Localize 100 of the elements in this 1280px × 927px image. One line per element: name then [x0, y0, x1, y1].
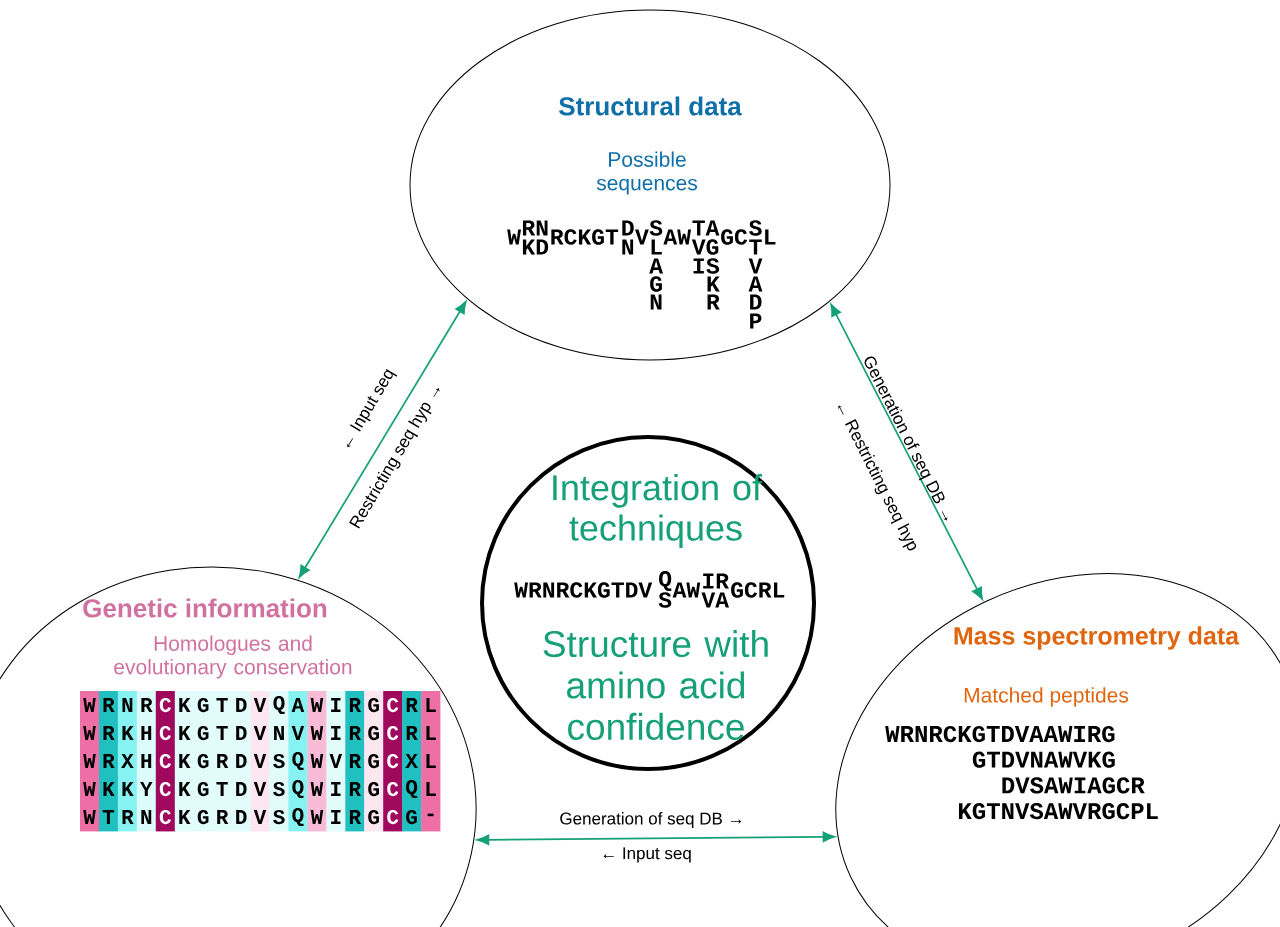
alignment-cell: W [80, 747, 100, 776]
sequence-letters: RN [522, 220, 548, 236]
alignment-cell: G [364, 803, 384, 832]
alignment-cell: R [99, 747, 119, 776]
subheading: Possible sequences [596, 151, 697, 195]
alignment-cell: L [421, 747, 441, 776]
double-arrow [830, 303, 983, 600]
alignment-cell: V [288, 719, 308, 748]
alignment-cell: Q [288, 803, 308, 832]
alignment-cell: D [231, 691, 251, 720]
sequence-letters: K [707, 276, 720, 292]
alignment-cell: G [402, 803, 422, 832]
sequence-letters: V [748, 258, 763, 274]
alignment-cell: R [345, 719, 365, 748]
alignment-cell: W [307, 691, 327, 720]
alignment-cell: R [99, 691, 119, 720]
alignment-cell: K [174, 691, 195, 720]
sequence-letters: AW [663, 229, 691, 245]
edge-label: Generation of seq DB → [560, 812, 742, 828]
alignment-cell: W [307, 803, 327, 832]
subheading: Homologues and evolutionary conservation [114, 635, 352, 679]
alignment-cell: S [269, 775, 289, 804]
alignment-cell: C [155, 803, 176, 832]
alignment-cell: R [136, 691, 157, 720]
sequence-letters: D [750, 294, 762, 310]
sequence-letters: D [622, 220, 634, 236]
peptide-sequence: WRNRCKGTDVAAWIRG [885, 725, 1115, 743]
alignment-cell: V [250, 803, 270, 832]
alignment-cell: C [383, 719, 403, 748]
alignment-cell: W [80, 803, 100, 832]
alignment-cell: W [307, 719, 327, 748]
alignment-cell: G [364, 719, 384, 748]
alignment-cell: G [364, 691, 384, 720]
sequence-letters: L [651, 239, 662, 255]
alignment-cell: R [345, 747, 365, 776]
heading: Genetic information [83, 598, 327, 618]
sequence-letters: W [507, 229, 521, 245]
sequence-letters: IR [703, 573, 729, 589]
sequence-letters: S [706, 258, 720, 274]
heading: Structural data [559, 96, 742, 116]
alignment-cell: - [421, 803, 441, 832]
alignment-cell: Q [269, 691, 289, 720]
sequence-letters: RCKGT [551, 229, 619, 245]
alignment-cell: D [231, 747, 251, 776]
alignment-cell: L [421, 691, 441, 720]
alignment-cell: I [326, 803, 346, 832]
sequence-letters: WRNRCKGTDV [514, 582, 653, 598]
sequence-letters: AW [672, 582, 701, 598]
alignment-cell: R [345, 691, 365, 720]
alignment-cell: C [383, 775, 403, 804]
alignment-cell: Q [402, 775, 422, 804]
peptide-sequence: GTDVNAWVKG [972, 751, 1115, 768]
alignment-cell: N [117, 691, 138, 720]
sequence-letters: R [707, 294, 720, 310]
sequence-letters: GC [721, 229, 748, 245]
alignment-cell: W [80, 691, 100, 720]
sequence-letters: I [693, 258, 704, 274]
sequence-letters: L [765, 229, 776, 245]
alignment-cell: R [99, 719, 119, 748]
alignment-cell: A [288, 691, 308, 720]
alignment-cell: G [193, 691, 214, 720]
alignment-cell: H [136, 747, 157, 776]
alignment-cell: R [345, 775, 365, 804]
sequence-letters: S [749, 220, 762, 236]
alignment-cell: R [212, 747, 232, 776]
alignment-cell: G [193, 803, 214, 832]
peptide-sequence: DVSAWIAGCR [1002, 777, 1145, 794]
sequence-letters: GCRL [731, 582, 785, 598]
double-arrow [298, 301, 467, 578]
subheading: Matched peptides [964, 687, 1129, 707]
sequence-letters: TA [692, 220, 720, 236]
alignment-cell: R [212, 803, 232, 832]
alignment-cell: D [231, 719, 251, 748]
sequence-letters: P [750, 313, 762, 329]
alignment-cell: N [269, 719, 289, 748]
alignment-cell: V [250, 747, 270, 776]
sequence-letters: V [635, 229, 649, 245]
sequence-letters: T [749, 239, 762, 255]
sequence-letters: G [650, 276, 662, 292]
alignment-cell: Q [288, 747, 308, 776]
heading: Mass spectrometry data [954, 626, 1240, 650]
sequence-letters: A [649, 258, 663, 274]
sequence-letters: S [658, 592, 672, 608]
alignment-cell: D [231, 803, 251, 832]
alignment-cell: C [155, 775, 176, 804]
sequence-letters: VA [701, 592, 729, 608]
sequence-letters: N [622, 239, 634, 255]
alignment-cell: X [402, 747, 422, 776]
sequence-letters: A [748, 276, 763, 292]
alignment-cell: R [345, 803, 365, 832]
alignment-cell: S [269, 803, 289, 832]
alignment-cell: W [80, 775, 100, 804]
alignment-cell: W [80, 719, 100, 748]
alignment-cell: V [250, 775, 270, 804]
sequence-letters: S [649, 220, 663, 236]
alignment-cell: C [155, 719, 176, 748]
alignment-cell: I [326, 775, 346, 804]
alignment-cell: C [155, 747, 176, 776]
alignment-cell: V [250, 719, 270, 748]
alignment-cell: X [117, 747, 138, 776]
